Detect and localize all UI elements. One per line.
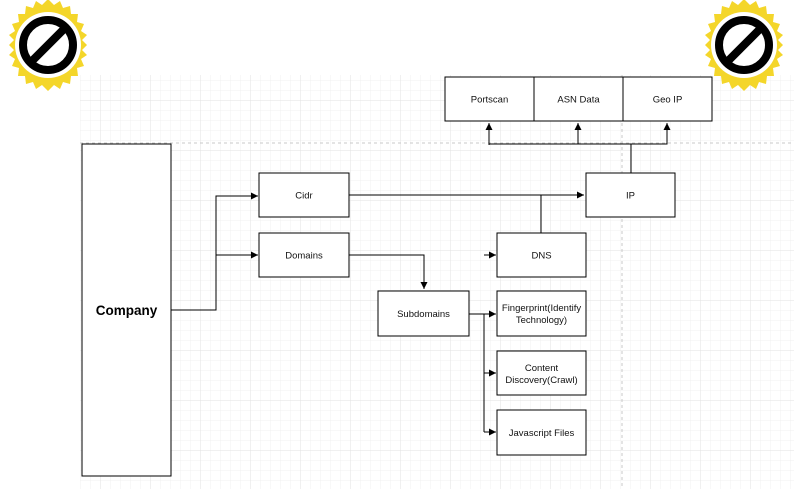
grid-background xyxy=(80,75,794,489)
node-dns-label: DNS xyxy=(531,251,551,262)
node-javascript-label: Javascript Files xyxy=(509,428,575,439)
node-fingerprint-label-2: Technology) xyxy=(516,315,567,326)
node-cidr-label: Cidr xyxy=(295,191,312,202)
node-javascript-files: Javascript Files xyxy=(496,409,587,456)
prohibited-icon xyxy=(705,0,783,91)
node-content-label-2: Discovery(Crawl) xyxy=(505,375,577,386)
node-cidr: Cidr xyxy=(258,172,350,218)
node-company: Company xyxy=(81,143,172,477)
node-content-discovery: Content Discovery(Crawl) xyxy=(496,350,587,396)
node-subdomains: Subdomains xyxy=(377,290,470,337)
node-asn-label: ASN Data xyxy=(557,95,600,106)
badge-slash-right xyxy=(724,25,764,65)
node-geo-ip: Geo IP xyxy=(622,76,713,122)
node-fingerprint: Fingerprint(Identify Technology) xyxy=(496,290,587,337)
node-portscan-label: Portscan xyxy=(471,95,509,106)
node-content-label-1: Content xyxy=(525,363,559,374)
edge-to-geoip xyxy=(631,123,671,145)
badge-circle-left xyxy=(19,16,77,74)
edge-company-cidr xyxy=(171,192,258,311)
connectors xyxy=(171,123,671,436)
prohibited-icon xyxy=(9,0,87,91)
node-subdomains-label: Subdomains xyxy=(397,309,450,320)
node-ip-label: IP xyxy=(626,191,635,202)
node-geoip-label: Geo IP xyxy=(653,95,683,106)
node-domains: Domains xyxy=(258,232,350,278)
node-dns: DNS xyxy=(496,232,587,278)
node-asn-data: ASN Data xyxy=(533,76,624,122)
node-domains-label: Domains xyxy=(285,251,323,262)
node-fingerprint-label-1: Fingerprint(Identify xyxy=(502,303,581,314)
node-company-label: Company xyxy=(96,303,158,318)
badge-circle-right xyxy=(715,16,773,74)
node-ip: IP xyxy=(585,172,676,218)
badge-slash-left xyxy=(28,25,68,65)
edge-domains-subdomains xyxy=(349,254,428,289)
node-portscan: Portscan xyxy=(444,76,535,122)
